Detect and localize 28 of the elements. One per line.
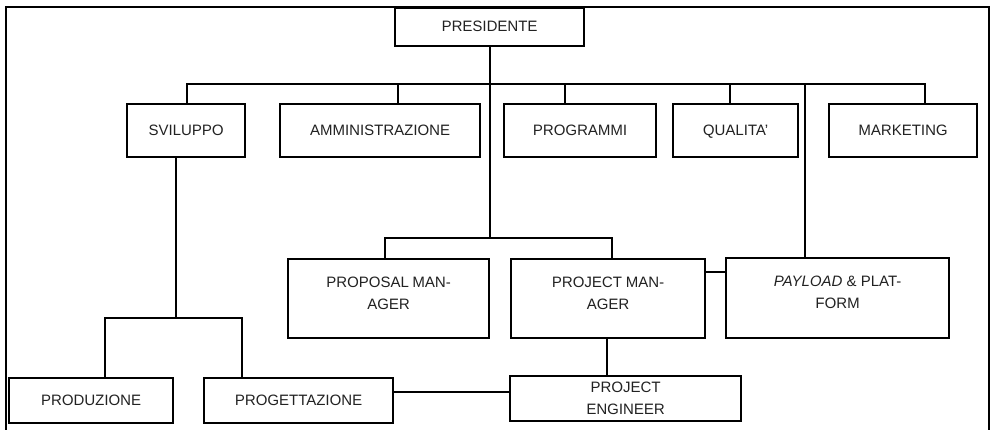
node-label: PROGETTAZIONE <box>234 390 364 410</box>
connector-line <box>606 339 608 375</box>
connector-line <box>175 158 243 377</box>
org-box <box>8 377 174 424</box>
org-box <box>203 377 394 424</box>
org-box <box>287 258 490 339</box>
node-label: PAYLOAD & PLAT- FORM <box>772 272 902 314</box>
node-label: PROGRAMMI <box>532 120 628 140</box>
org-box <box>510 258 706 339</box>
org-box <box>509 375 742 422</box>
node-label: SVILUPPO <box>147 120 225 140</box>
node-label: QUALITA’ <box>702 120 770 140</box>
node-label: PRODUZIONE <box>40 390 142 410</box>
node-label: MARKETING <box>857 120 949 140</box>
connector-line <box>706 271 725 273</box>
node-label: PROJECT MAN- AGER <box>550 273 666 315</box>
org-box <box>279 103 481 158</box>
org-box <box>672 103 799 158</box>
org-box <box>503 103 657 158</box>
connector-line <box>394 391 509 393</box>
node-label: PROJECT ENGINEER <box>585 378 666 420</box>
org-box <box>126 103 246 158</box>
org-box <box>828 103 978 158</box>
org-box <box>394 7 585 47</box>
node-label: PROPOSAL MAN- AGER <box>325 273 452 315</box>
node-label: PRESIDENTE <box>440 17 538 37</box>
org-box <box>725 257 950 339</box>
node-label: AMMINISTRAZIONE <box>308 120 451 140</box>
